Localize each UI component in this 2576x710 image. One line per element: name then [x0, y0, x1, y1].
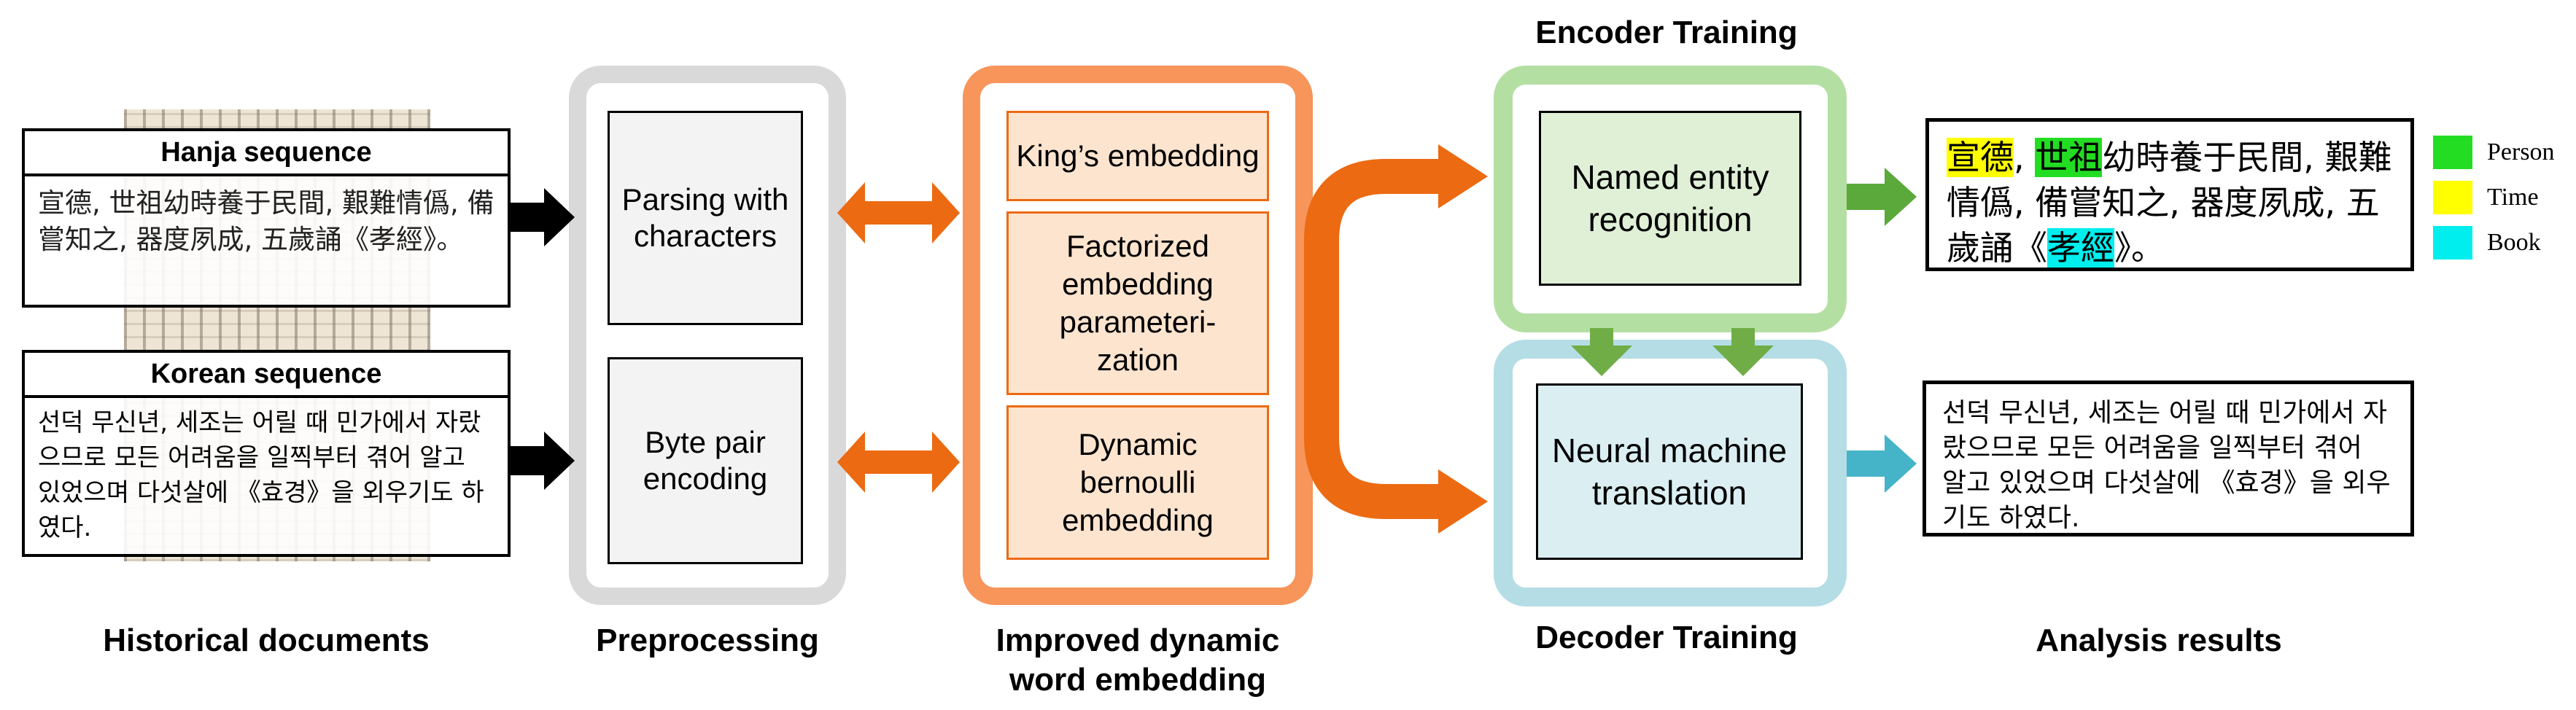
- legend-swatch-person: [2433, 136, 2472, 169]
- legend-label-book: Book: [2487, 229, 2541, 256]
- encoder-to-decoder-arrow-right: [1712, 328, 1774, 376]
- bpe-embedding-double-arrow: [837, 432, 960, 493]
- legend-item-book: Book: [2433, 226, 2541, 260]
- dynamic-bernoulli-embedding-box: Dynamic bernoulli embedding: [1006, 405, 1269, 560]
- ner-book-entity: 孝經: [2047, 228, 2114, 268]
- legend-label-person: Person: [2487, 139, 2555, 165]
- preprocessing-label: Preprocessing: [596, 623, 819, 658]
- factorized-embedding-box: Factorized embedding parameteri-zation: [1006, 211, 1269, 395]
- korean-sequence-text: 선덕 무신년, 세조는 어릴 때 민가에서 자랐으므로 모든 어려움을 일찍부터…: [22, 398, 511, 557]
- embedding-to-encoder-arrow-shaft: [1304, 159, 1441, 335]
- encoder-to-decoder-arrow-left: [1571, 328, 1632, 376]
- decoder-training-title: Decoder Training: [1535, 620, 1798, 655]
- parsing-with-characters-box: Parsing with characters: [608, 111, 803, 325]
- hanja-to-preprocessing-arrow: [511, 188, 575, 246]
- legend: Person Time Book: [2433, 136, 2572, 274]
- neural-machine-translation-box: Neural machine translation: [1536, 383, 1803, 560]
- hanja-sequence-title: Hanja sequence: [22, 128, 511, 176]
- historical-documents-label: Historical documents: [103, 623, 430, 658]
- ner-to-result-arrow: [1847, 168, 1917, 226]
- hanja-sequence-text: 宣德, 世祖幼時養于民間, 艱難情僞, 備嘗知之, 器度夙成, 五歲誦《孝經》。: [22, 176, 511, 308]
- kings-embedding-box: King’s embedding: [1006, 111, 1269, 201]
- nmt-output-box: 선덕 무신년, 세조는 어릴 때 민가에서 자랐으므로 모든 어려움을 일찍부터…: [1923, 381, 2414, 537]
- legend-item-time: Time: [2433, 181, 2539, 214]
- legend-item-person: Person: [2433, 136, 2555, 169]
- korean-sequence-title: Korean sequence: [22, 350, 511, 398]
- ner-output-box: 宣德, 世祖幼時養于民間, 艱難情僞, 備嘗知之, 器度夙成, 五歲誦《孝經》。: [1925, 118, 2414, 271]
- embedding-label-line2: word embedding: [1009, 662, 1266, 698]
- legend-swatch-time: [2433, 181, 2472, 214]
- embedding-to-encoder-arrowhead: [1438, 144, 1488, 208]
- ner-person-entity: 世祖: [2035, 138, 2103, 177]
- embedding-label-line1: Improved dynamic: [996, 623, 1280, 658]
- embedding-label: Improved dynamic word embedding: [941, 621, 1335, 700]
- legend-swatch-book: [2433, 226, 2472, 260]
- korean-to-preprocessing-arrow: [511, 432, 575, 490]
- byte-pair-encoding-box: Byte pair encoding: [608, 357, 803, 564]
- preprocessing-frame: [569, 66, 846, 605]
- ner-time-entity: 宣德: [1947, 138, 2014, 177]
- legend-label-time: Time: [2487, 184, 2539, 211]
- embedding-to-decoder-arrowhead: [1438, 469, 1488, 534]
- analysis-results-label: Analysis results: [2036, 623, 2282, 658]
- encoder-training-title: Encoder Training: [1535, 15, 1798, 50]
- embedding-to-decoder-arrow-shaft: [1304, 335, 1441, 519]
- named-entity-recognition-box: Named entity recognition: [1539, 111, 1801, 286]
- parsing-embedding-double-arrow: [837, 182, 960, 243]
- nmt-to-result-arrow: [1847, 434, 1917, 493]
